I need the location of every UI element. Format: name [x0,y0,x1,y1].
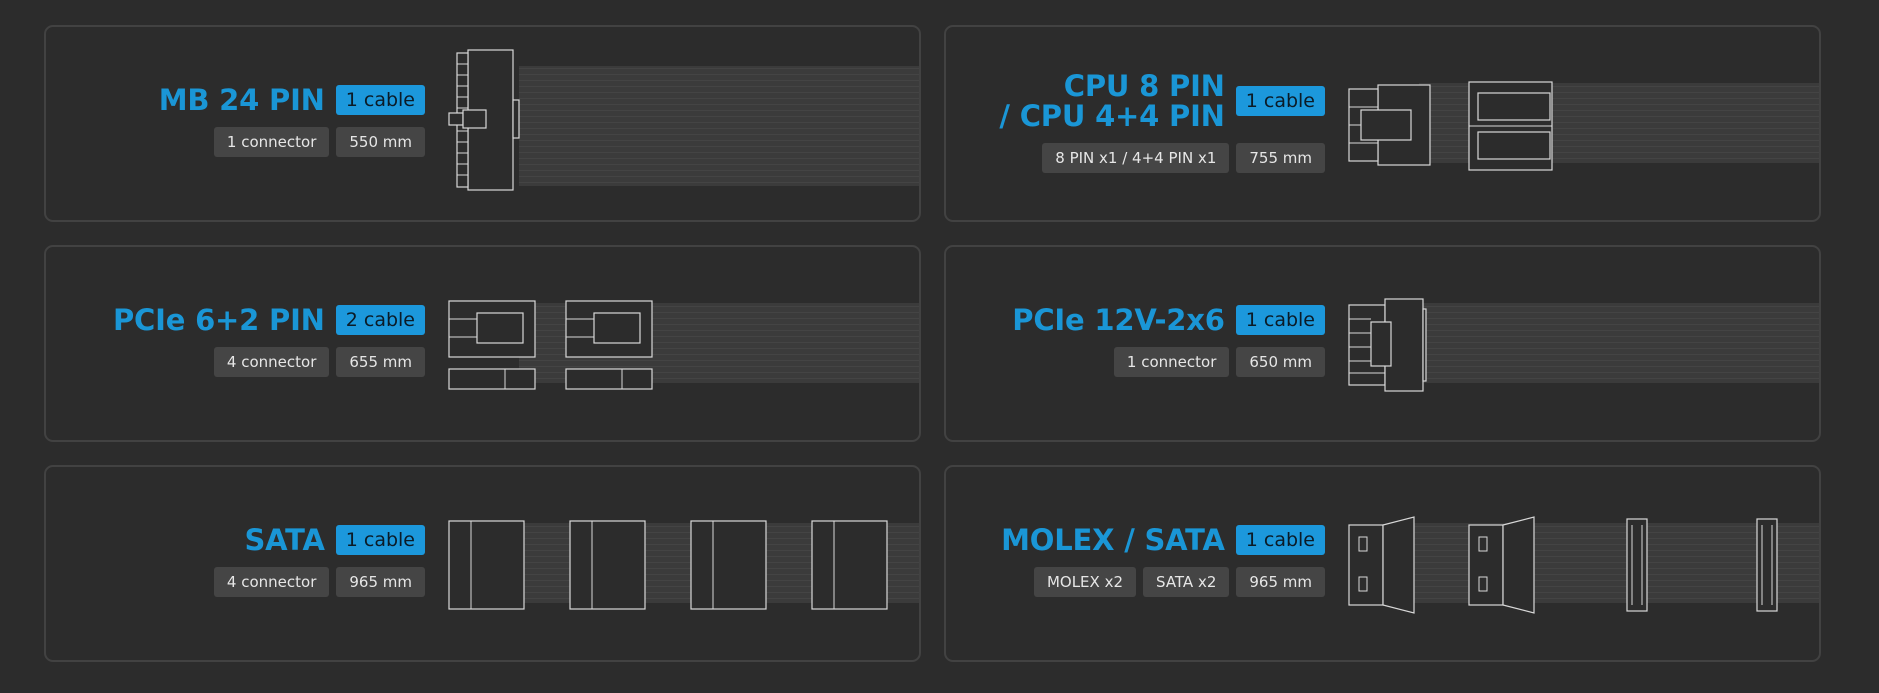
cable-info: MOLEX / SATA 1 cable MOLEX x2 SATA x2 96… [1001,525,1325,597]
cable-info: PCIe 6+2 PIN 2 cable 4 connector 655 mm [113,305,425,377]
pcie-6-2-pin-connector-icon [439,247,919,440]
cable-count-badge: 1 cable [1235,305,1325,335]
cable-name: MOLEX / SATA [1001,523,1225,557]
cable-info: MB 24 PIN 1 cable 1 connector 550 mm [159,85,425,157]
cable-name: CPU 8 PIN / CPU 4+4 PIN [999,69,1225,133]
cable-info: PCIe 12V-2x6 1 cable 1 connector 650 mm [1012,305,1325,377]
connector-count-tag: 8 PIN x1 / 4+4 PIN x1 [1042,143,1230,173]
cable-length-tag: 655 mm [336,347,425,377]
cable-length-tag: 650 mm [1236,347,1325,377]
cable-length-tag: 550 mm [336,127,425,157]
cable-card-molex-sata: MOLEX / SATA 1 cable MOLEX x2 SATA x2 96… [944,465,1821,662]
cable-length-tag: 755 mm [1236,143,1325,173]
cable-card-pcie-12v-2x6: PCIe 12V-2x6 1 cable 1 connector 650 mm [944,245,1821,442]
cable-card-cpu-8-pin: CPU 8 PIN / CPU 4+4 PIN 1 cable 8 PIN x1… [944,25,1821,222]
cable-card-sata: SATA 1 cable 4 connector 965 mm [44,465,921,662]
cable-name: MB 24 PIN [158,83,325,117]
connector-count-tag: 4 connector [213,567,330,597]
connector-count-tag: 1 connector [1113,347,1230,377]
molex-sata-connector-icon [1339,467,1819,660]
cable-info: SATA 1 cable 4 connector 965 mm [213,523,425,597]
cable-count-badge: 2 cable [335,305,425,335]
cable-length-tag: 965 mm [1236,567,1325,597]
cable-count-badge: 1 cable [335,525,425,555]
cable-card-mb-24-pin: MB 24 PIN 1 cable 1 connector 550 mm [44,25,921,222]
sata-count-tag: SATA x2 [1143,567,1230,597]
molex-count-tag: MOLEX x2 [1033,567,1137,597]
cable-name: SATA [244,523,325,557]
cable-card-pcie-6-2-pin: PCIe 6+2 PIN 2 cable 4 connector 655 mm [44,245,921,442]
pcie-12v-2x6-connector-icon [1339,247,1819,440]
cable-info: CPU 8 PIN / CPU 4+4 PIN 1 cable 8 PIN x1… [999,71,1325,173]
cable-name: PCIe 12V-2x6 [1012,303,1225,337]
cable-count-badge: 1 cable [1235,86,1325,116]
connector-count-tag: 1 connector [213,127,330,157]
cable-name: PCIe 6+2 PIN [112,303,325,337]
connector-count-tag: 4 connector [213,347,330,377]
cable-count-badge: 1 cable [335,85,425,115]
cpu-eps-connector-icon [1339,27,1819,220]
cable-length-tag: 965 mm [336,567,425,597]
sata-connector-icon [439,467,919,660]
atx-24-pin-connector-icon [439,27,919,220]
cable-count-badge: 1 cable [1235,525,1325,555]
